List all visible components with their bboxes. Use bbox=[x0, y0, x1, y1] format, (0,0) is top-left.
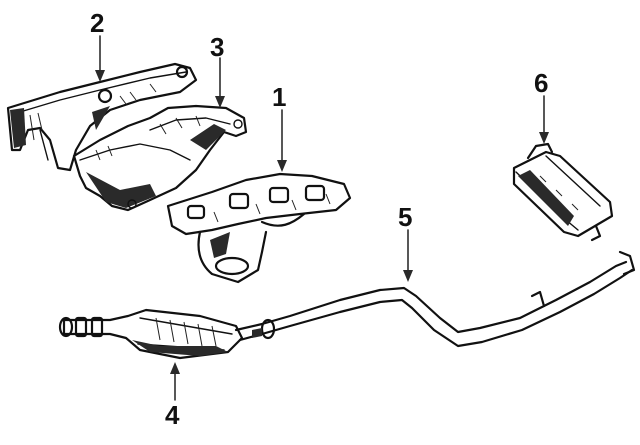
callout-4: 4 bbox=[165, 400, 180, 430]
part-3-manifold-heat-shield bbox=[72, 104, 248, 212]
callout-6: 6 bbox=[534, 68, 548, 98]
callout-1: 1 bbox=[272, 82, 286, 112]
callout-2: 2 bbox=[90, 8, 104, 38]
arrowhead-icon bbox=[403, 270, 413, 282]
callout-leaders bbox=[95, 35, 549, 401]
callout-labels: 1 2 3 4 5 6 bbox=[90, 8, 548, 430]
arrowhead-icon bbox=[277, 160, 287, 172]
arrowhead-icon bbox=[95, 70, 105, 82]
part-2-heat-shield bbox=[6, 62, 198, 172]
part-4-catalytic-converter bbox=[58, 308, 244, 360]
callout-5: 5 bbox=[398, 202, 412, 232]
arrowhead-icon bbox=[539, 132, 549, 144]
arrowhead-icon bbox=[170, 362, 180, 374]
arrowhead-icon bbox=[215, 96, 225, 108]
part-6-muffler bbox=[512, 142, 614, 242]
callout-3: 3 bbox=[210, 32, 224, 62]
part-5-exhaust-pipe bbox=[234, 250, 636, 348]
part-1-exhaust-manifold bbox=[166, 172, 352, 284]
